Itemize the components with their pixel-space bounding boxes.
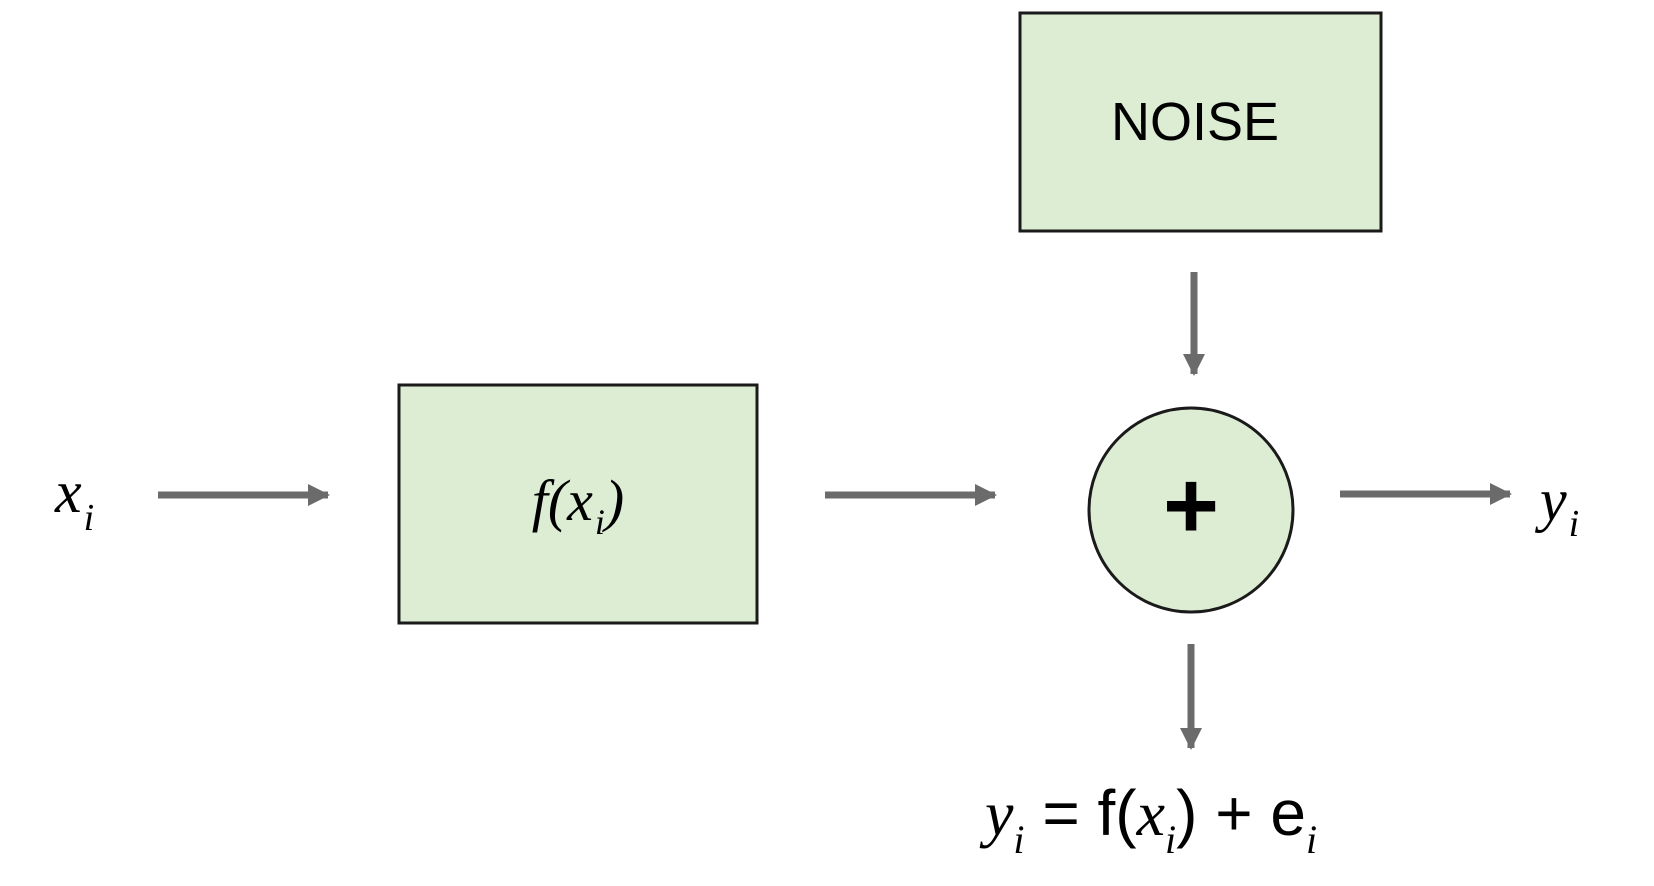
output-label: yi bbox=[1534, 467, 1579, 545]
input-label: xi bbox=[54, 459, 94, 539]
function-label-subscript: i bbox=[595, 502, 605, 542]
noise-block bbox=[1018, 11, 1383, 233]
function-block-label: f(xi) bbox=[532, 468, 625, 542]
sum-node-symbol: + bbox=[1163, 452, 1219, 559]
equation-y: y bbox=[979, 778, 1014, 849]
equation-e-subscript: i bbox=[1306, 817, 1317, 862]
function-label-base: f(x bbox=[532, 468, 593, 533]
equation: yi = f(xi) + ei bbox=[979, 777, 1317, 862]
equation-x: x bbox=[1136, 778, 1165, 849]
function-block bbox=[397, 383, 759, 625]
equation-plus-e: ) + e bbox=[1176, 777, 1306, 849]
input-label-subscript: i bbox=[84, 497, 95, 539]
function-label-close: ) bbox=[602, 468, 624, 533]
sum-node bbox=[1087, 406, 1295, 614]
input-label-base: x bbox=[54, 459, 82, 525]
equation-equals-f: = f( bbox=[1025, 777, 1137, 849]
equation-x-subscript: i bbox=[1165, 817, 1176, 862]
output-label-base: y bbox=[1534, 467, 1567, 533]
noise-block-label: NOISE bbox=[1111, 92, 1279, 152]
equation-y-subscript: i bbox=[1013, 817, 1024, 862]
output-label-subscript: i bbox=[1569, 503, 1580, 545]
